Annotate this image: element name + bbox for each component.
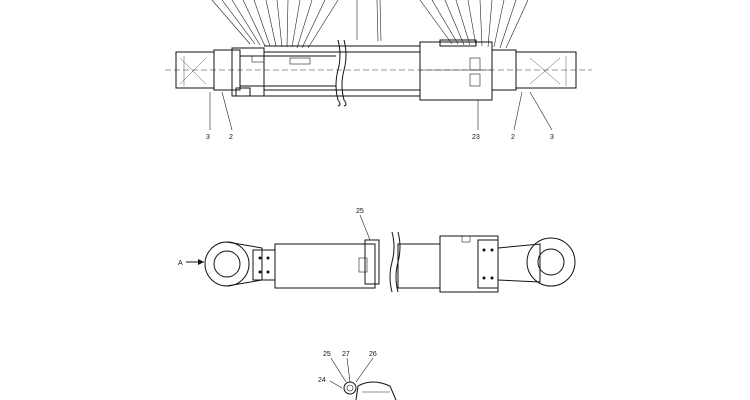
callout-3-left: 3 (206, 134, 210, 141)
callout-2-right: 2 (511, 134, 515, 141)
callout-3-right: 3 (550, 134, 554, 141)
leader-lines-left (211, 0, 339, 49)
detail-view-A: 25 27 26 24 (318, 351, 397, 400)
callout-26: 26 (369, 351, 377, 358)
callout-27: 27 (342, 351, 350, 358)
cylinder-section-view: 3 2 23 2 3 (165, 0, 592, 141)
cylinder-exterior-view: A 25 (178, 208, 576, 293)
leader-lines-right (419, 0, 529, 49)
callout-A: A (178, 260, 183, 267)
callout-23: 23 (472, 134, 480, 141)
callout-25-mid: 25 (356, 208, 364, 215)
leader-lines-center (356, 0, 382, 42)
callout-25-bottom: 25 (323, 351, 331, 358)
callout-2-left: 2 (229, 134, 233, 141)
callout-24: 24 (318, 377, 326, 384)
